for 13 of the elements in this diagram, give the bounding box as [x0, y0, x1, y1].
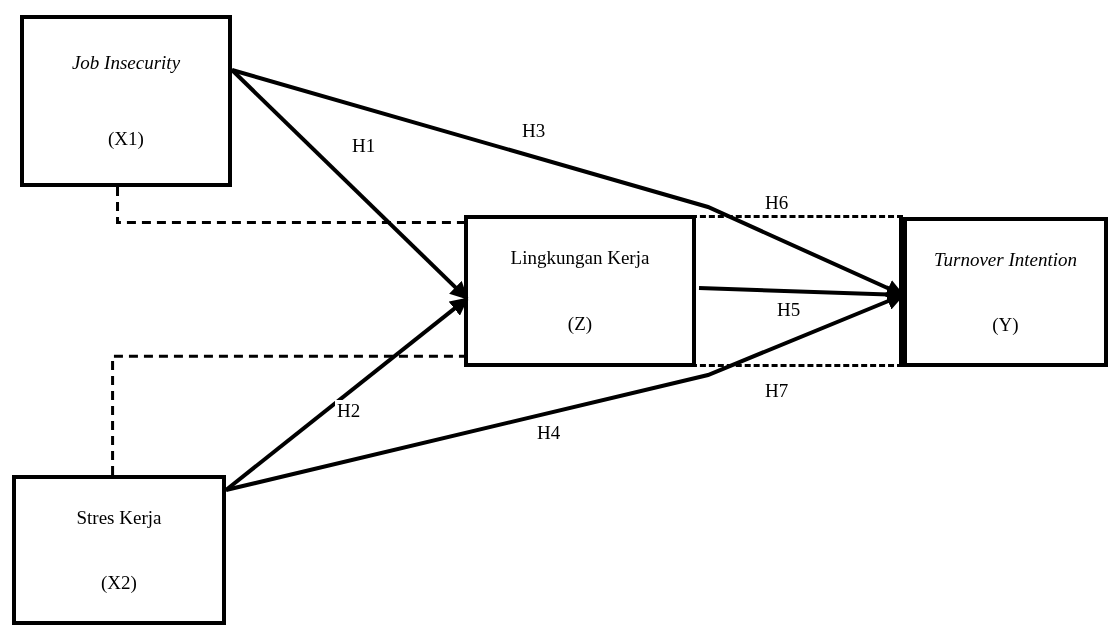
- variable-code: (X2): [101, 570, 137, 595]
- variable-box: [903, 217, 1108, 367]
- variable-name: Stres Kerja: [76, 505, 162, 530]
- variable-code: (X1): [108, 127, 144, 152]
- variable-code: (Z): [567, 312, 593, 337]
- variable-name: Turnover Intention: [934, 247, 1077, 272]
- variable-box: [464, 215, 696, 367]
- variable-code: (Y): [992, 312, 1019, 337]
- dashed-frame: [467, 215, 903, 367]
- variable-box: [12, 475, 226, 625]
- variable-box: [20, 15, 232, 187]
- variable-name: Lingkungan Kerja: [510, 246, 650, 271]
- variable-name: Job Insecurity: [71, 51, 181, 76]
